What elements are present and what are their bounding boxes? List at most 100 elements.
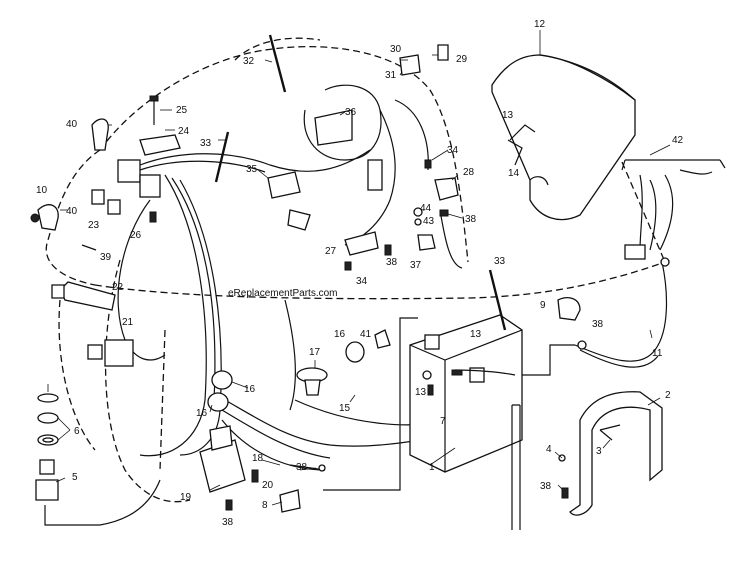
callout-13c[interactable]: 13 bbox=[470, 329, 482, 340]
washer-43 bbox=[414, 218, 422, 226]
callout-25[interactable]: 25 bbox=[176, 105, 188, 116]
callout-43[interactable]: 43 bbox=[423, 216, 435, 227]
watermark-text: eReplacementParts.com bbox=[228, 288, 338, 299]
callout-42[interactable]: 42 bbox=[672, 135, 684, 146]
callout-11[interactable]: 11 bbox=[652, 348, 663, 359]
callout-35[interactable]: 35 bbox=[246, 164, 258, 175]
bracket-24 bbox=[139, 134, 181, 156]
rod-33b bbox=[488, 269, 507, 331]
clip-40-top bbox=[91, 118, 109, 151]
callout-38d[interactable]: 38 bbox=[465, 214, 477, 225]
screw-38d bbox=[439, 209, 449, 217]
callout-30[interactable]: 30 bbox=[390, 44, 402, 55]
callout-29[interactable]: 29 bbox=[456, 54, 468, 65]
callout-14[interactable]: 14 bbox=[508, 168, 520, 179]
callout-20[interactable]: 20 bbox=[262, 480, 274, 491]
bolt-13b bbox=[427, 384, 434, 396]
switch-35 bbox=[267, 171, 301, 199]
battery-1[interactable] bbox=[409, 314, 523, 473]
rod-32 bbox=[268, 34, 287, 93]
switch-30 bbox=[399, 54, 421, 76]
callout-40b[interactable]: 40 bbox=[66, 206, 78, 217]
callout-10[interactable]: 10 bbox=[36, 185, 48, 196]
callout-2[interactable]: 2 bbox=[665, 390, 671, 401]
battery-strap-2[interactable] bbox=[569, 391, 663, 516]
callout-12[interactable]: 12 bbox=[534, 19, 546, 30]
callout-7[interactable]: 7 bbox=[440, 416, 446, 427]
bracket-27 bbox=[344, 231, 379, 256]
battery-cover-12[interactable] bbox=[491, 54, 636, 221]
bolt-3 bbox=[599, 429, 613, 441]
washer-38b bbox=[318, 464, 326, 472]
callout-23[interactable]: 23 bbox=[88, 220, 100, 231]
bracket-29 bbox=[437, 44, 449, 61]
nut-44 bbox=[413, 207, 423, 217]
callout-34b[interactable]: 34 bbox=[356, 276, 368, 287]
callout-38f[interactable]: 38 bbox=[540, 481, 552, 492]
screw-38f bbox=[561, 487, 569, 499]
callout-33b[interactable]: 33 bbox=[494, 256, 506, 267]
callout-24[interactable]: 24 bbox=[178, 126, 190, 137]
callout-17[interactable]: 17 bbox=[309, 347, 321, 358]
bracket-14 bbox=[507, 139, 523, 166]
callout-40a[interactable]: 40 bbox=[66, 119, 78, 130]
callout-26[interactable]: 26 bbox=[130, 230, 142, 241]
callout-15[interactable]: 15 bbox=[339, 403, 351, 414]
callout-6[interactable]: 6 bbox=[74, 426, 80, 437]
callout-38e[interactable]: 38 bbox=[592, 319, 604, 330]
callout-31[interactable]: 31 bbox=[385, 70, 397, 81]
callout-22[interactable]: 22 bbox=[112, 282, 124, 293]
fastener-10 bbox=[30, 213, 40, 223]
callout-41[interactable]: 41 bbox=[360, 329, 372, 340]
components bbox=[30, 34, 613, 513]
leader-lines bbox=[55, 30, 671, 506]
callout-1[interactable]: 1 bbox=[429, 462, 435, 473]
hold-down-rod bbox=[511, 404, 521, 530]
callout-3[interactable]: 3 bbox=[596, 446, 602, 457]
callout-19[interactable]: 19 bbox=[180, 492, 192, 503]
callout-18[interactable]: 18 bbox=[252, 453, 264, 464]
callout-13a[interactable]: 13 bbox=[502, 110, 514, 121]
screw-39 bbox=[81, 244, 97, 251]
callout-27[interactable]: 27 bbox=[325, 246, 337, 257]
callout-32[interactable]: 32 bbox=[243, 56, 255, 67]
connector-21 bbox=[104, 339, 134, 367]
rod-33a bbox=[214, 131, 230, 183]
screw-20 bbox=[251, 469, 259, 483]
callout-21[interactable]: 21 bbox=[122, 317, 134, 328]
relay-top bbox=[117, 159, 141, 183]
fitting-37 bbox=[417, 234, 436, 251]
callout-28[interactable]: 28 bbox=[463, 167, 475, 178]
callout-34a[interactable]: 34 bbox=[447, 145, 459, 156]
callout-33a[interactable]: 33 bbox=[200, 138, 212, 149]
switch-5-cap bbox=[39, 459, 55, 475]
callout-38c[interactable]: 38 bbox=[386, 257, 398, 268]
wiring-bundles bbox=[44, 84, 668, 526]
screw-38c bbox=[384, 244, 392, 256]
callout-numbers: 1 2 3 4 5 6 7 8 9 10 11 12 13 13 13 14 1… bbox=[36, 19, 684, 528]
cable-11[interactable] bbox=[660, 257, 670, 267]
wire-bundle-42[interactable] bbox=[621, 159, 726, 260]
callout-5[interactable]: 5 bbox=[72, 472, 78, 483]
clip-40-left bbox=[37, 204, 59, 231]
connector-41 bbox=[374, 329, 391, 349]
callout-36[interactable]: 36 bbox=[345, 107, 357, 118]
callout-4[interactable]: 4 bbox=[546, 444, 552, 455]
callout-13b[interactable]: 13 bbox=[415, 387, 427, 398]
callout-38b[interactable]: 38 bbox=[296, 462, 308, 473]
callout-37[interactable]: 37 bbox=[410, 260, 422, 271]
screw-26 bbox=[149, 211, 157, 223]
screw-34a bbox=[424, 159, 432, 169]
bolt-13c bbox=[451, 369, 463, 376]
callout-16c[interactable]: 16 bbox=[196, 408, 208, 419]
callout-16a[interactable]: 16 bbox=[334, 329, 346, 340]
terminal-8 bbox=[279, 489, 301, 513]
bulb-16b bbox=[207, 392, 229, 412]
callout-38a[interactable]: 38 bbox=[222, 517, 234, 528]
callout-39[interactable]: 39 bbox=[100, 252, 112, 263]
fuse-23b bbox=[107, 199, 121, 215]
callout-44[interactable]: 44 bbox=[420, 203, 432, 214]
callout-16b[interactable]: 16 bbox=[244, 384, 256, 395]
callout-8[interactable]: 8 bbox=[262, 500, 268, 511]
callout-9[interactable]: 9 bbox=[540, 300, 546, 311]
